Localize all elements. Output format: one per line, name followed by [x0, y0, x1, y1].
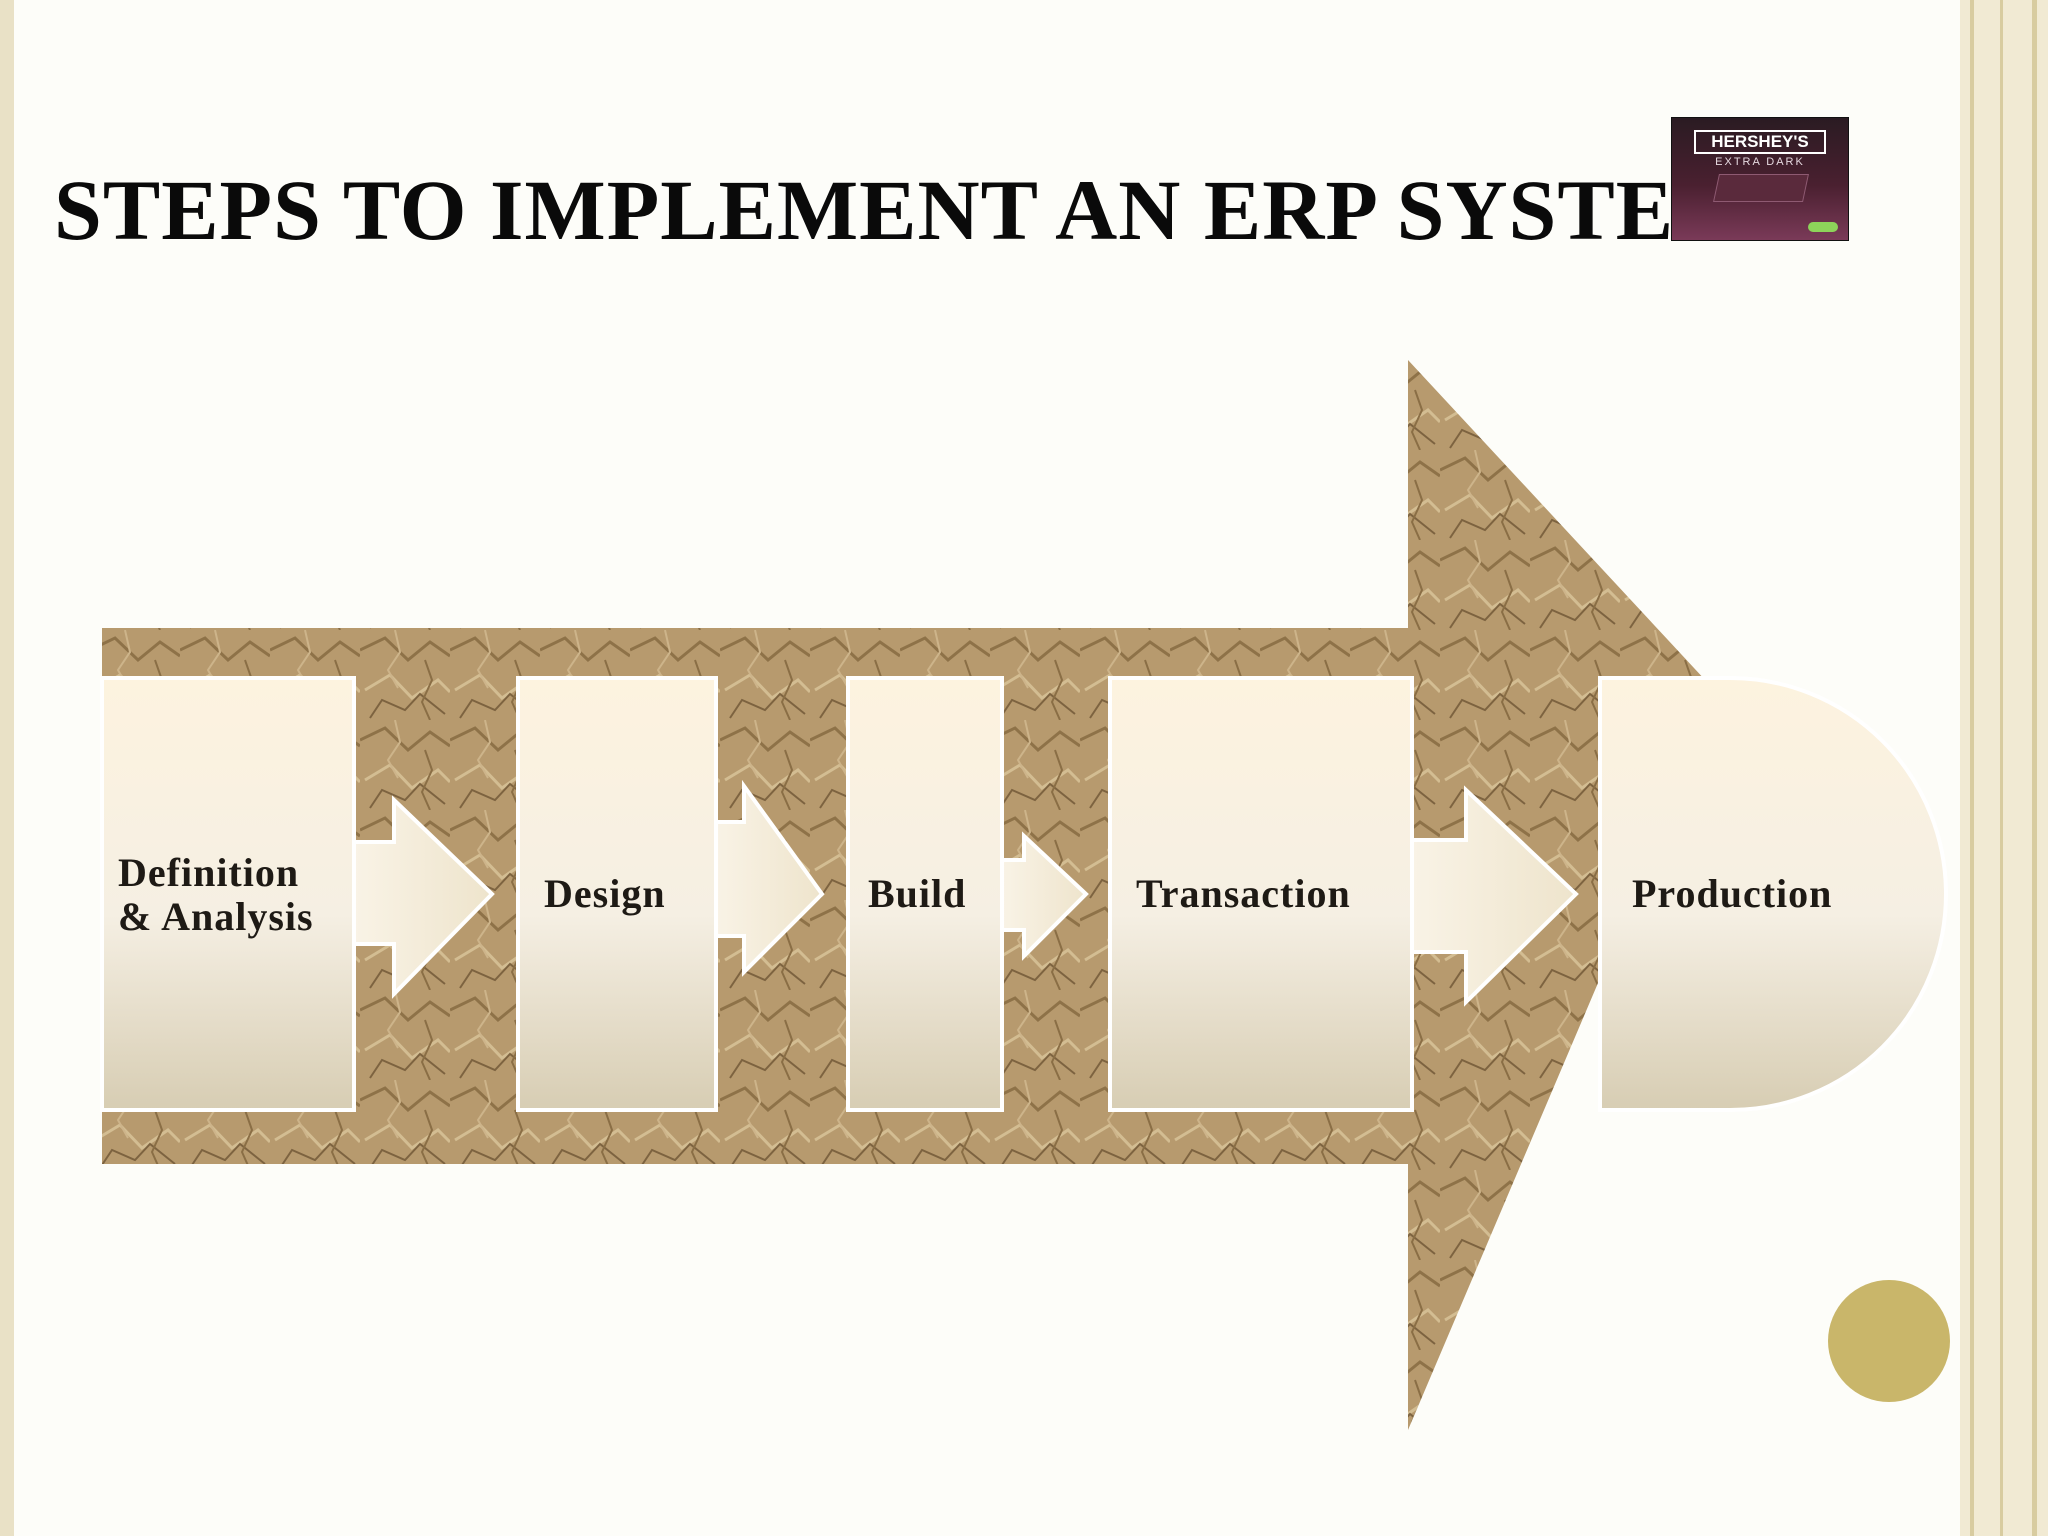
step-label-production: Production	[1632, 871, 1833, 916]
step-box-production	[1598, 676, 1948, 1112]
step-box-definition	[100, 676, 356, 1112]
connector-arrow-1	[352, 795, 495, 999]
step-label-definition: Definition & Analysis	[118, 850, 314, 939]
slide-title: STEPS TO IMPLEMENT AN ERP SYSTEM	[54, 162, 1757, 258]
step-box-design	[516, 676, 718, 1112]
step-label-build: Build	[868, 871, 967, 916]
hersheys-logo-image: HERSHEY'S EXTRA DARK	[1672, 118, 1848, 240]
left-border-band	[0, 0, 14, 1536]
right-border-band	[1960, 0, 2048, 1536]
connector-arrow-3	[1000, 831, 1089, 961]
accent-dot	[1828, 1280, 1950, 1402]
step-label-transaction: Transaction	[1136, 871, 1351, 916]
step-label-design: Design	[544, 871, 666, 916]
connector-arrow-2	[714, 779, 825, 977]
connector-arrow-4	[1410, 785, 1579, 1007]
step-box-build	[846, 676, 1004, 1112]
step-box-transaction	[1108, 676, 1414, 1112]
